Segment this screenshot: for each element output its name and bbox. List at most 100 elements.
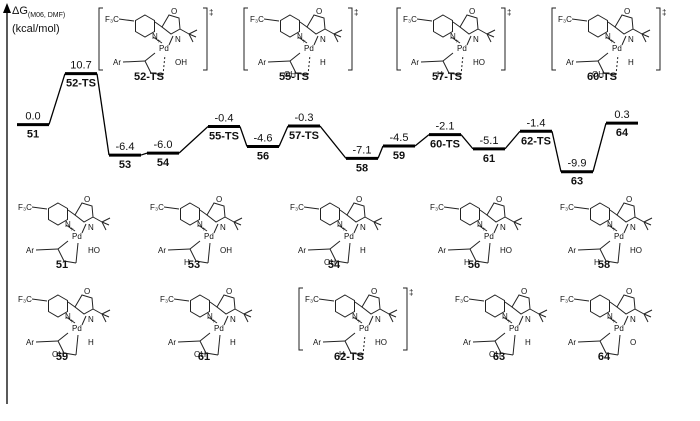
ts-structure-60-TS-pd: Pd (612, 44, 622, 53)
connector-59-60-TS (414, 134, 430, 147)
structure-63-tbu-1 (529, 308, 540, 315)
ts-structure-57-TS-pyridine (433, 14, 453, 38)
structure-63-chain (494, 332, 514, 356)
structure-64-pyridine (590, 294, 610, 318)
structure-63-aryl: Ar (463, 338, 471, 347)
structure-63-tbu-3 (538, 313, 544, 323)
ts-structure-60-TS-tbu-2 (641, 29, 651, 35)
structure-54-aryl-bond (307, 248, 331, 251)
structure-54-pd-n2 (353, 223, 359, 234)
structure-61-tbu-1 (234, 308, 245, 315)
ts-structure-60-TS-dagger: ‡ (662, 8, 666, 17)
ts-structure-55-TS-tbu-1 (324, 28, 335, 35)
structure-64-pd-n1 (607, 316, 618, 324)
structure-54-o-ox: O (356, 195, 362, 204)
connector-61-62-TS (504, 130, 521, 150)
ts-structure-57-TS-tbu-1 (477, 28, 488, 35)
structure-62-TS-pd: Pd (359, 324, 369, 333)
level-label-57-TS: 57-TS (289, 130, 319, 142)
structure-53-group-1: H (184, 258, 190, 267)
structure-62-TS-chain (344, 332, 364, 356)
energy-value-54: -6.0 (154, 139, 173, 151)
structure-58-pd-n1 (607, 224, 618, 232)
ts-structure-55-TS-pd-n1 (297, 36, 308, 44)
structure-51-pd: Pd (72, 232, 82, 241)
level-label-53: 53 (119, 159, 131, 171)
ts-structure-52-TS-aryl: Ar (113, 58, 121, 67)
structure-62-TS-group-0: HO (375, 338, 387, 347)
structure-58-n-ox: N (630, 223, 636, 232)
structure-62-TS-tbu-2 (388, 309, 398, 315)
structure-56-o-ox: O (496, 195, 502, 204)
ts-structure-55-TS-cf3-bond (263, 18, 280, 22)
structure-59-n-py: N (65, 312, 71, 321)
structure-62-TS-o-ox: O (371, 287, 377, 296)
connector-63-64 (592, 123, 607, 172)
structure-56-tbu-3 (513, 221, 519, 231)
structure-54-agostic (347, 242, 351, 264)
structure-56-pd-n2 (493, 223, 499, 234)
structure-51-n-ox: N (88, 223, 94, 232)
structure-63-pd-n2 (518, 315, 524, 326)
ts-structure-57-TS-tbu-4 (486, 33, 495, 38)
ts-structure-57-TS-cf3: F₃C (403, 15, 417, 24)
structure-59-chain (57, 332, 77, 356)
structure-64-group-0: O (630, 338, 636, 347)
structure-62-TS-cf3: F₃C (305, 295, 319, 304)
ts-structure-52-TS-tbu-2 (188, 29, 198, 35)
structure-54-cf3-bond (303, 206, 320, 210)
ts-structure-55-TS-tbu-4 (333, 33, 342, 38)
ts-structure-57-TS-aryl: Ar (411, 58, 419, 67)
structure-62-TS-cf3-bond (318, 298, 335, 302)
structure-64-tbu-1 (634, 308, 645, 315)
ts-structure-57-TS-pd: Pd (457, 44, 467, 53)
structure-59-label: 59 (56, 351, 68, 363)
structure-63-aryl-bond (472, 340, 496, 343)
ts-structure-60-TS-oxazoline (614, 14, 634, 35)
energy-value-52-TS: 10.7 (70, 60, 91, 72)
structure-58-pd-n2 (623, 223, 629, 234)
structure-53-tbu-2 (233, 217, 243, 223)
connector-56-57-TS (278, 125, 289, 147)
structure-58-cf3: F₃C (560, 203, 574, 212)
ts-structure-52-TS-agostic (162, 54, 166, 76)
structure-54-aryl: Ar (298, 246, 306, 255)
ts-structure-60-TS-o-ox: O (624, 7, 630, 16)
ts-structure-55-TS-tbu-3 (333, 33, 339, 43)
level-label-55-TS: 55-TS (209, 131, 239, 143)
level-label-63: 63 (571, 176, 583, 188)
energy-value-59: -4.5 (390, 132, 409, 144)
structure-62-TS-tbu-1 (379, 308, 390, 315)
structure-64-oxazoline (616, 294, 636, 315)
structure-63-cf3: F₃C (455, 295, 469, 304)
structure-62-TS-pd-n2 (368, 315, 374, 326)
ts-structure-60-TS-charge: + (610, 39, 614, 45)
structure-54-charge: + (342, 227, 346, 233)
structure-61-group-0: H (230, 338, 236, 347)
structure-63-cf3-bond (468, 298, 485, 302)
structure-53-group-0: OH (220, 246, 232, 255)
structure-59-pyridine (48, 294, 68, 318)
structure-56-label: 56 (468, 259, 480, 271)
ts-structure-55-TS-ring-link (299, 21, 308, 28)
structure-61-tbu-3 (243, 313, 249, 323)
ts-structure-60-TS-tbu-4 (641, 33, 650, 38)
structure-51-aryl-bond (35, 248, 59, 251)
ts-structure-57-TS-group-1: H (437, 70, 443, 79)
ts-structure-55-TS-group-0: H (320, 58, 326, 67)
ts-structure-60-TS-aryl: Ar (566, 58, 574, 67)
structure-51-group-0: HO (88, 246, 100, 255)
structure-56-tbu-1 (504, 216, 515, 223)
structure-58-group-0: HO (630, 246, 642, 255)
structure-54-label: 54 (328, 259, 341, 271)
structure-62-TS-aryl-bond (322, 340, 346, 343)
structure-61-aryl: Ar (168, 338, 176, 347)
ts-structure-55-TS-charge: + (302, 39, 306, 45)
ts-structure-57-TS-cf3-bond (416, 18, 433, 22)
level-label-61: 61 (483, 153, 495, 165)
structure-56-pd: Pd (484, 232, 494, 241)
